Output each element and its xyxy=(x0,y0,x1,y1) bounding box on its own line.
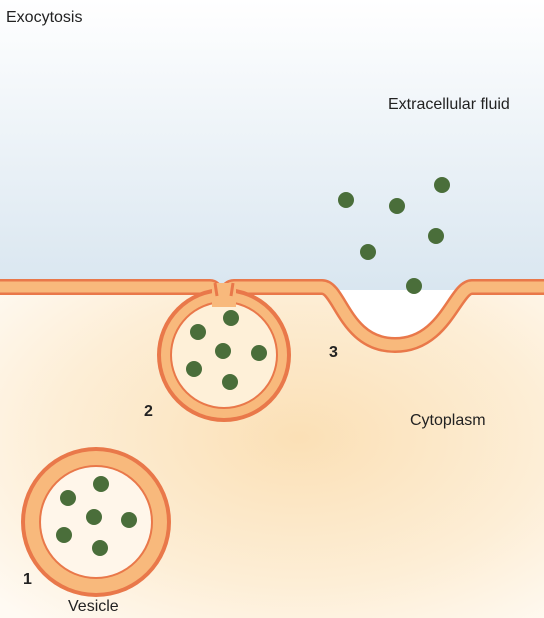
particle xyxy=(406,278,422,294)
particle xyxy=(190,324,206,340)
particle xyxy=(92,540,108,556)
particles-vesicle-2 xyxy=(186,310,267,390)
particles-vesicle-1 xyxy=(56,476,137,556)
particle xyxy=(360,244,376,260)
particle xyxy=(251,345,267,361)
particle xyxy=(60,490,76,506)
particle xyxy=(428,228,444,244)
particles-released xyxy=(338,177,450,294)
particle xyxy=(186,361,202,377)
particle xyxy=(222,374,238,390)
particle xyxy=(56,527,72,543)
particle xyxy=(389,198,405,214)
step-1-label: 1 xyxy=(23,571,32,588)
figure-title: Exocytosis xyxy=(6,9,83,26)
particle xyxy=(434,177,450,193)
step-2-label: 2 xyxy=(144,403,153,420)
vesicle-label: Vesicle xyxy=(68,598,119,615)
cytoplasm-label: Cytoplasm xyxy=(410,412,486,429)
particle xyxy=(215,343,231,359)
particle xyxy=(121,512,137,528)
extracellular-region xyxy=(0,0,544,290)
particle xyxy=(223,310,239,326)
particle xyxy=(86,509,102,525)
step-3-label: 3 xyxy=(329,344,338,361)
extracellular-label: Extracellular fluid xyxy=(388,96,510,113)
particle xyxy=(93,476,109,492)
particle xyxy=(338,192,354,208)
